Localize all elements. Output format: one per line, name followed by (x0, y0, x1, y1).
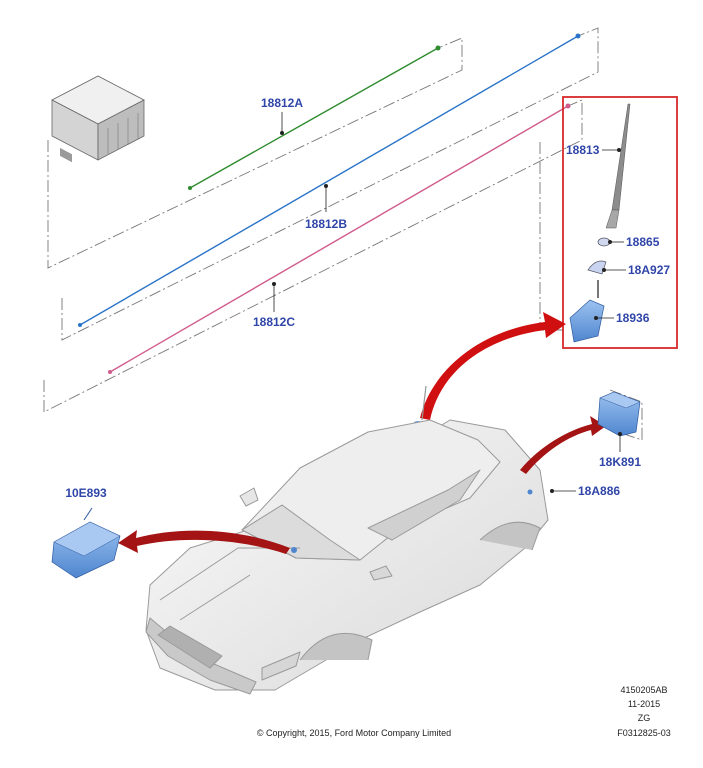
frame-18812c (43, 99, 583, 413)
antenna-gasket (587, 260, 607, 275)
arrow-to-10e893 (118, 530, 290, 554)
frame-18812b (61, 27, 599, 341)
drawing-zone: ZG (638, 713, 651, 723)
label-18a886: 18A886 (578, 484, 620, 498)
module-location-10e893 (291, 547, 297, 553)
label-10e893: 10E893 (65, 486, 107, 500)
antenna-base (569, 280, 605, 343)
label-18812b: 18812B (305, 217, 347, 231)
arrow-to-18k891 (520, 416, 606, 474)
frame-antenna (539, 142, 565, 331)
label-18812a: 18812A (261, 96, 303, 110)
module-location-18a886 (527, 489, 533, 495)
frame-18812a (47, 37, 463, 269)
antenna-highlight-box (562, 96, 678, 349)
leader-frames (43, 27, 643, 441)
label-18865: 18865 (626, 235, 660, 249)
cable-18812a (188, 45, 441, 190)
module-18k891 (597, 391, 641, 437)
label-18813: 18813 (566, 143, 600, 157)
label-18k891: 18K891 (599, 455, 641, 469)
antenna-mast (605, 103, 631, 229)
cable-18812c (108, 103, 571, 374)
car-body (145, 419, 549, 695)
drawing-date: 11-2015 (628, 699, 660, 709)
callout-leaders (271, 112, 626, 493)
cable-18812b (78, 33, 581, 327)
control-module (51, 75, 145, 163)
arrow-to-antenna (420, 312, 566, 420)
module-10e893 (51, 507, 121, 579)
label-18a927: 18A927 (628, 263, 670, 277)
copyright-notice: © Copyright, 2015, Ford Motor Company Li… (257, 728, 451, 738)
label-18812c: 18812C (253, 315, 295, 329)
drawing-code: 4150205AB (620, 685, 667, 695)
drawing-figure-number: F0312825-03 (617, 728, 671, 738)
label-18936: 18936 (616, 311, 650, 325)
frame-18k891 (609, 389, 643, 441)
